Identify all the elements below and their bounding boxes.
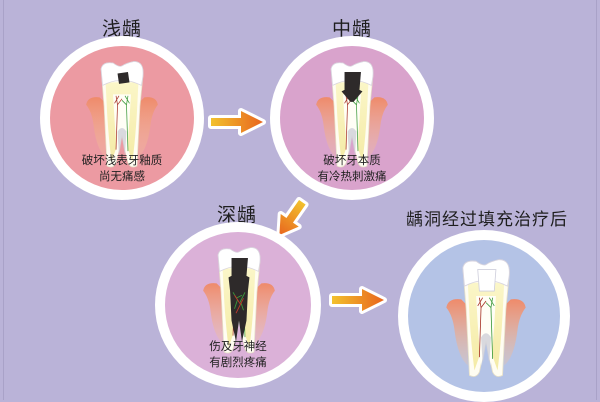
stage-circle-fill: 破坏浅表牙釉质 尚无痛感 bbox=[50, 46, 194, 190]
stage-circle-fill: 伤及牙神经 有剧烈疼痛 bbox=[165, 232, 311, 378]
arrow-down-left-icon bbox=[276, 196, 309, 239]
tooth-illustration bbox=[201, 246, 277, 358]
stage-circle-border: 伤及牙神经 有剧烈疼痛 bbox=[155, 222, 321, 388]
caption-line-1: 破坏浅表牙釉质 bbox=[81, 153, 163, 167]
stage-circle-border: 破坏浅表牙釉质 尚无痛感 bbox=[40, 36, 204, 200]
frame-border-left bbox=[3, 0, 4, 400]
cavity-icon bbox=[341, 71, 363, 102]
caption-line-2: 尚无痛感 bbox=[99, 169, 145, 183]
stage-caption: 伤及牙神经 有剧烈疼痛 bbox=[165, 338, 311, 370]
stage-caption: 破坏牙本质 有冷热刺激痛 bbox=[280, 152, 424, 184]
frame-border-right bbox=[596, 0, 597, 400]
caption-line-1: 破坏牙本质 bbox=[323, 153, 381, 167]
stage-caption: 破坏浅表牙釉质 尚无痛感 bbox=[50, 152, 194, 184]
arrow-right-icon bbox=[208, 108, 266, 136]
stage-title: 中龋 bbox=[331, 18, 373, 40]
cavity-icon bbox=[228, 257, 250, 342]
cavity-icon bbox=[117, 71, 130, 84]
caption-line-1: 伤及牙神经 bbox=[209, 339, 267, 353]
filling-icon bbox=[477, 269, 497, 292]
stage-circle-border bbox=[398, 230, 570, 402]
tooth-illustration bbox=[444, 258, 528, 382]
caption-line-2: 有冷热刺激痛 bbox=[317, 169, 387, 183]
stage-title: 龋洞经过填充治疗后 bbox=[406, 210, 568, 230]
stage-circle-border: 破坏牙本质 有冷热刺激痛 bbox=[270, 36, 434, 200]
stage-title: 浅龋 bbox=[101, 18, 143, 40]
arrow-right-icon bbox=[329, 286, 387, 314]
tooth-illustration bbox=[84, 60, 160, 172]
stage-circle-fill bbox=[408, 240, 560, 392]
caption-line-2: 有剧烈疼痛 bbox=[209, 355, 267, 369]
stage-circle-fill: 破坏牙本质 有冷热刺激痛 bbox=[280, 46, 424, 190]
tooth-illustration bbox=[314, 60, 390, 172]
stage-title: 深龋 bbox=[216, 204, 258, 226]
